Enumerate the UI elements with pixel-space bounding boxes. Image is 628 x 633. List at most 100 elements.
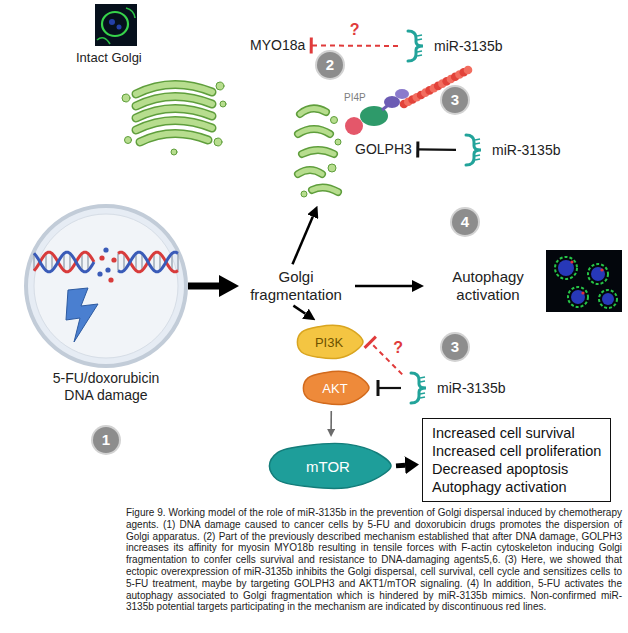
callout-number: 2	[317, 52, 343, 78]
motor-complex	[345, 89, 409, 135]
process-label: Autophagy activation	[432, 268, 544, 304]
edge-label: ?	[348, 21, 362, 39]
golgi-fragments	[298, 108, 338, 192]
protein-shape	[303, 371, 369, 404]
motor-complex	[345, 117, 363, 135]
autophagy-micrograph	[602, 293, 614, 305]
node-text: Decreased apoptosis	[432, 460, 601, 478]
mirna-symbol	[475, 139, 480, 140]
golgi-stack	[122, 94, 130, 102]
mirna-symbol	[417, 39, 422, 40]
nucleus-illustration	[105, 267, 110, 272]
golgi-stack	[136, 120, 212, 130]
node-text: GOLPH3	[355, 141, 412, 158]
nucleus-illustration	[111, 257, 116, 262]
nucleus-illustration	[118, 252, 178, 272]
mirna-symbol	[411, 373, 426, 403]
golgi-fragments	[335, 139, 341, 145]
nucleus-node: 5-FU/doxorubicin DNA damage	[22, 200, 190, 404]
node-text: Autophagy activation	[432, 268, 544, 304]
arrow-connector	[355, 285, 412, 288]
mirna-symbol	[402, 28, 430, 64]
mirna-symbol	[417, 55, 422, 56]
golgi-micrograph	[102, 12, 128, 36]
protein-label: MYO18a	[250, 37, 305, 54]
golgi-fragments	[300, 108, 326, 114]
mirna-symbol	[420, 393, 425, 394]
figure-label: Intact Golgi	[76, 50, 142, 65]
node-text: AKT	[322, 381, 347, 396]
node-text: mTOR	[306, 458, 350, 475]
autophagy-micrograph	[568, 287, 588, 307]
golgi-fragments	[298, 129, 330, 134]
nucleus-illustration	[34, 252, 94, 272]
golgi-stack	[125, 137, 132, 144]
autophagy-micrograph	[600, 268, 603, 271]
mirna-symbol	[475, 143, 480, 144]
autophagy-micrograph	[558, 260, 574, 276]
protein-shape	[297, 325, 363, 358]
figure-caption: Figure 9. Working model of the role of m…	[126, 507, 622, 613]
golgi-micrograph	[97, 38, 110, 44]
node-text: PI3K	[315, 335, 343, 350]
nucleus-illustration	[103, 247, 108, 252]
callout-number: 1	[93, 427, 119, 453]
arrow-connector	[293, 306, 305, 314]
golgi-fragments	[298, 129, 330, 134]
node-text: PI4P	[344, 92, 382, 104]
mirna-node: miR-3135b	[460, 132, 560, 168]
protein-shape	[269, 443, 391, 488]
mirna-symbol	[420, 397, 425, 398]
nucleus-illustration	[66, 288, 98, 342]
nucleus-illustration	[34, 214, 178, 358]
autophagy-micrograph	[546, 250, 622, 312]
process-label: Golgi fragmentation	[245, 268, 347, 304]
mirna-symbol	[420, 377, 425, 398]
golgi-stack	[122, 82, 226, 155]
mirna-symbol	[420, 377, 425, 378]
mirna-symbol	[405, 370, 433, 406]
mirna-symbol	[475, 159, 480, 160]
arrow-connector	[330, 411, 332, 429]
nucleus-illustration	[97, 271, 102, 276]
golgi-fragments	[328, 164, 336, 172]
arrow-connector	[292, 217, 312, 265]
node-text: Increased cell survival	[432, 424, 601, 442]
motor-complex	[395, 89, 409, 99]
nucleus-illustration	[22, 200, 190, 368]
golgi-fragments	[331, 117, 338, 124]
mirna-symbol	[475, 155, 480, 156]
mirna-symbol	[460, 132, 488, 168]
mirna-symbol	[420, 381, 425, 382]
node-text: Increased cell proliferation	[432, 442, 601, 460]
outcome-box: Increased cell survivalIncreased cell pr…	[422, 418, 611, 502]
golgi-fragments	[301, 191, 307, 197]
golgi-stack	[216, 82, 224, 90]
nucleus-illustration	[97, 247, 116, 282]
actin-filament	[464, 66, 473, 75]
autophagy-micrograph	[588, 264, 608, 284]
golgi-fragments	[298, 108, 338, 192]
golgi-fragments	[302, 150, 334, 154]
golgi-micrograph	[109, 19, 115, 25]
node-text: miR-3135b	[492, 132, 560, 168]
callout-number: 3	[442, 87, 468, 113]
mirna-symbol	[408, 31, 423, 61]
golgi-stack	[136, 120, 212, 130]
nucleus-illustration	[118, 252, 178, 272]
autophagy-micrograph	[591, 267, 605, 281]
node-text: Autophagy activation	[432, 478, 601, 496]
mirna-symbol	[475, 139, 480, 160]
inhibition-line	[378, 387, 401, 389]
arrow-connector	[188, 283, 219, 290]
golgi-micrograph	[95, 4, 137, 46]
node-text: miR-3135b	[437, 370, 505, 406]
node-text: miR-3135b	[434, 28, 502, 64]
autophagy-micrograph	[571, 290, 585, 304]
golgi-fragments	[300, 108, 326, 114]
autophagy-micrograph	[570, 260, 573, 263]
mirna-node: miR-3135b	[405, 370, 505, 406]
callout-number: 4	[452, 209, 478, 235]
nucleus-illustration	[34, 252, 94, 272]
autophagy-micrograph	[546, 250, 622, 312]
